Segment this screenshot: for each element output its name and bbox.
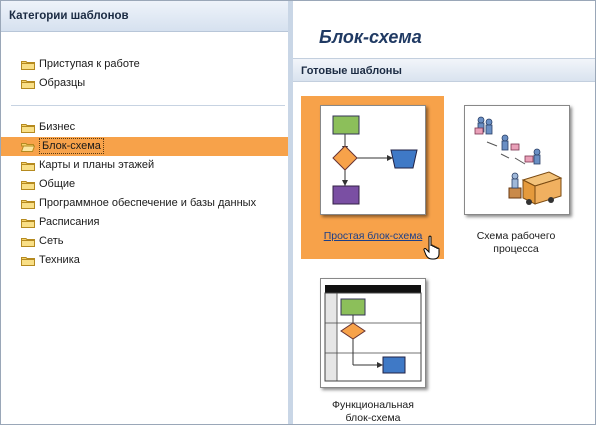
category-divider (11, 105, 285, 106)
category-label: Приступая к работе (39, 58, 140, 70)
category-item-network[interactable]: Сеть (1, 232, 288, 251)
template-caption-basic-flowchart[interactable]: Простая блок-схема (323, 230, 423, 242)
category-label: Сеть (39, 235, 64, 247)
category-title: Блок-схема (319, 27, 422, 47)
caption-line: Функциональная (332, 399, 414, 411)
category-group-top: Приступая к работе Образцы (1, 55, 288, 93)
category-label: Карты и планы этажей (39, 159, 155, 171)
work-process-preview-icon (474, 116, 563, 205)
folder-icon (21, 237, 35, 247)
template-categories-panel: Категории шаблонов Приступая к работе Об… (1, 1, 293, 424)
category-item-general[interactable]: Общие (1, 175, 288, 194)
cross-functional-preview-icon (324, 285, 422, 382)
folder-icon (21, 256, 35, 266)
folder-icon (21, 199, 35, 209)
templates-panel: Блок-схема Готовые шаблоны (293, 1, 595, 424)
caption-line: блок-схема (345, 412, 401, 424)
basic-flowchart-thumbnail[interactable] (320, 105, 426, 215)
hand-pointer-icon (423, 235, 443, 261)
category-label: Расписания (39, 216, 100, 228)
category-label: Образцы (39, 77, 86, 89)
folder-icon (21, 218, 35, 228)
category-item-samples[interactable]: Образцы (1, 74, 288, 93)
category-label: Блок-схема (39, 138, 104, 154)
caption-line: Схема рабочего (476, 230, 556, 242)
folder-icon (21, 180, 35, 190)
category-label: Программное обеспечение и базы данных (39, 197, 257, 209)
category-label: Общие (39, 178, 76, 190)
category-item-schedules[interactable]: Расписания (1, 213, 288, 232)
category-item-software-db[interactable]: Программное обеспечение и базы данных (1, 194, 288, 213)
category-item-getting-started[interactable]: Приступая к работе (1, 55, 288, 74)
flowchart-preview-icon (332, 115, 418, 205)
category-label: Бизнес (39, 121, 76, 133)
category-group-main: Бизнес Блок-схема Карты и планы этажей О… (1, 118, 288, 270)
cross-functional-thumbnail[interactable] (320, 278, 426, 388)
category-label: Техника (39, 254, 80, 266)
caption-line: процесса (493, 243, 539, 255)
category-item-flowchart[interactable]: Блок-схема (1, 137, 288, 156)
folder-icon (21, 161, 35, 171)
category-item-maps-floorplans[interactable]: Карты и планы этажей (1, 156, 288, 175)
folder-icon (21, 79, 35, 89)
folder-open-icon (21, 142, 35, 152)
categories-header: Категории шаблонов (1, 1, 288, 32)
ready-templates-header: Готовые шаблоны (293, 58, 595, 82)
template-caption-cross-functional[interactable]: Функциональная блок-схема (303, 399, 443, 425)
template-caption-work-process[interactable]: Схема рабочего процесса (449, 230, 583, 256)
work-process-thumbnail[interactable] (464, 105, 570, 215)
folder-icon (21, 123, 35, 133)
category-item-engineering[interactable]: Техника (1, 251, 288, 270)
folder-icon (21, 60, 35, 70)
category-item-business[interactable]: Бизнес (1, 118, 288, 137)
